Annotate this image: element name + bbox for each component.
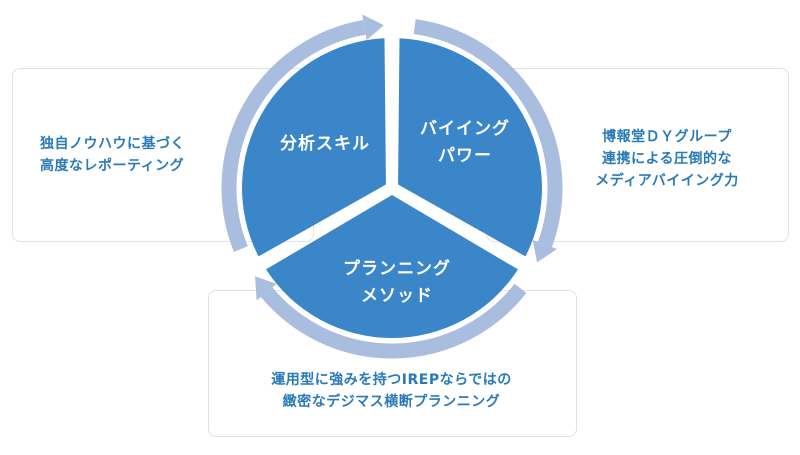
segment-label-planning: プランニング メソッド xyxy=(343,259,451,306)
segment-buying xyxy=(398,38,542,257)
ring-arc-top xyxy=(221,19,366,252)
ring-arrow-right xyxy=(532,239,558,263)
segment-analysis xyxy=(242,38,386,257)
segment-label-buying: バイイング パワー xyxy=(420,119,510,166)
segment-label-analysis: 分析スキル xyxy=(280,134,370,154)
description-left: 独自ノウハウに基づく 高度なレポーティング xyxy=(40,136,185,174)
ring-arrow-top xyxy=(362,14,384,41)
description-right: 博報堂ＤＹグループ 連携による圧倒的な メディアバイイング力 xyxy=(595,129,739,189)
ring-arrow-left xyxy=(255,276,277,301)
description-bottom: 運用型に強みを持つIREPならではの 緻密なデジマス横断プランニング xyxy=(271,372,512,410)
ring-arc-left xyxy=(260,283,527,359)
ring-arc-right xyxy=(413,19,563,248)
segment-planning xyxy=(266,195,518,338)
